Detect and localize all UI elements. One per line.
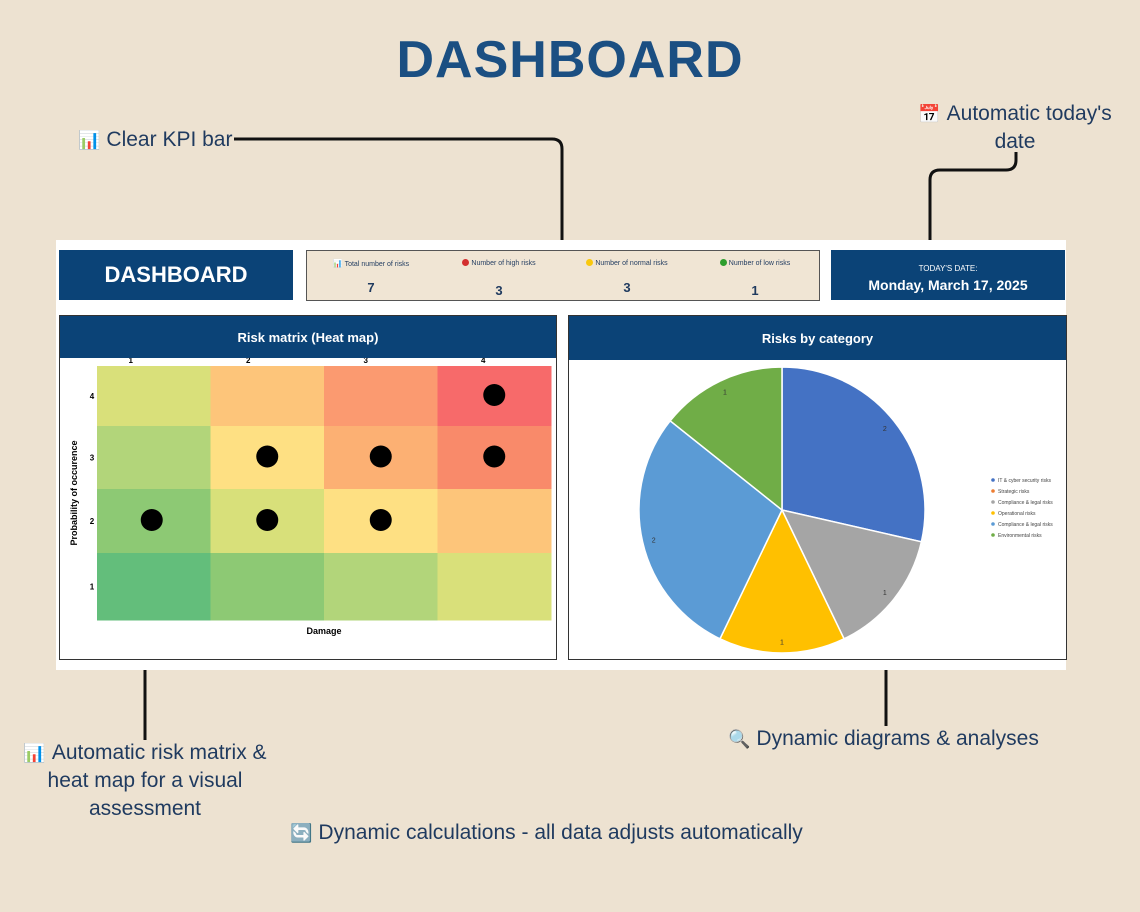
- page-title: DASHBOARD: [396, 31, 744, 89]
- risk-marker: [369, 509, 392, 531]
- date-connector: [928, 152, 1018, 254]
- pie-slice: [669, 366, 783, 512]
- legend-entry: Compliance & legal risks: [998, 500, 1053, 506]
- x-tick-label: 2: [246, 358, 251, 365]
- legend-entry: Environmental risks: [998, 533, 1042, 539]
- kpi-normal-risks-value: 3: [623, 280, 631, 295]
- legend-entry: Strategic risks: [998, 489, 1030, 495]
- y-tick-label: 3: [90, 454, 95, 463]
- pie-data-label: 1: [723, 389, 727, 396]
- callout-dynamic-diagrams: 🔍Dynamic diagrams & analyses: [728, 727, 1039, 750]
- legend-marker: [991, 489, 995, 493]
- kpi-total-risks-value: 7: [367, 280, 375, 295]
- x-tick-label: 1: [129, 358, 134, 365]
- pie-data-label: 2: [883, 426, 887, 433]
- heatmap-cell: [437, 489, 552, 554]
- kpi-total-risks: 📊 Total number of risks 7: [307, 251, 435, 300]
- legend-marker: [991, 533, 995, 537]
- callout-kpi-bar: 📊Clear KPI bar: [78, 128, 233, 151]
- pie-data-label: 2: [652, 537, 656, 544]
- x-tick-label: 4: [481, 358, 486, 365]
- callout-dynamic-calc: 🔄Dynamic calculations - all data adjusts…: [290, 821, 803, 844]
- pie-slice: [638, 419, 783, 640]
- risks-by-category-card: Risks by category 2 1 1 2 1 IT & cyber securi…: [568, 315, 1067, 660]
- bar-chart-icon: 📊: [332, 259, 343, 268]
- kpi-connector: [234, 137, 564, 255]
- legend-marker: [991, 511, 995, 515]
- bar-chart-icon: 📊: [23, 743, 46, 763]
- legend-marker: [991, 478, 995, 482]
- pie-slice: [718, 508, 846, 654]
- y-tick-label: 2: [90, 517, 95, 526]
- dashboard-title-box: DASHBOARD: [59, 250, 293, 300]
- legend-marker: [991, 500, 995, 504]
- x-tick-label: 3: [364, 358, 369, 365]
- kpi-high-risks-value: 3: [495, 283, 503, 298]
- y-tick-label: 1: [90, 583, 95, 592]
- kpi-bar: 📊 Total number of risks 7 Number of high…: [306, 250, 820, 301]
- heatmap-cell: [324, 366, 438, 427]
- heatmap-cell: [210, 366, 325, 427]
- heatmap-cell: [437, 553, 552, 621]
- red-dot-icon: [462, 259, 470, 266]
- kpi-low-risks-value: 1: [751, 283, 759, 298]
- pie-slice: [780, 508, 923, 640]
- risk-marker: [256, 445, 279, 468]
- today-date-box: TODAY'S DATE: Monday, March 17, 2025: [831, 250, 1065, 300]
- bar-chart-icon: 📊: [78, 130, 101, 150]
- risk-marker: [369, 445, 392, 468]
- heatmap-cell: [97, 553, 211, 621]
- legend-marker: [991, 522, 995, 526]
- kpi-normal-risks: Number of normal risks 3: [563, 251, 691, 300]
- green-dot-icon: [719, 259, 727, 266]
- heatmap-cell: [324, 553, 438, 621]
- callout-today-date: 📅Automatic today's date: [918, 102, 1112, 153]
- risk-marker: [483, 384, 506, 406]
- callout-risk-matrix: 📊Automatic risk matrix & heat map for a …: [23, 741, 267, 820]
- x-axis-label: Damage: [306, 626, 341, 636]
- risk-marker: [140, 509, 163, 531]
- legend-entry: Compliance & legal risks: [998, 522, 1053, 528]
- calendar-icon: 📅: [918, 104, 941, 124]
- pie-slice: [781, 366, 926, 543]
- risk-marker: [483, 445, 506, 468]
- y-axis-label: Probability of occurence: [69, 440, 79, 545]
- refresh-icon: 🔄: [290, 823, 313, 843]
- today-date-value: Monday, March 17, 2025: [868, 277, 1028, 293]
- y-tick-label: 4: [90, 392, 95, 401]
- risk-matrix-title: Risk matrix (Heat map): [60, 316, 556, 358]
- risks-by-category-pie-chart: 2 1 1 2 1 IT & cyber security risksStrategic …: [638, 366, 1053, 654]
- pie-chart-title: Risks by category: [569, 316, 1066, 360]
- kpi-low-risks: Number of low risks 1: [691, 251, 819, 300]
- pie-data-label: 1: [883, 590, 887, 597]
- today-date-label: TODAY'S DATE:: [918, 264, 978, 273]
- heatmap-cell: [210, 553, 325, 621]
- heatmap-cell: [97, 366, 211, 427]
- pie-data-label: 1: [780, 640, 784, 647]
- legend-entry: IT & cyber security risks: [998, 478, 1051, 484]
- kpi-high-risks: Number of high risks 3: [435, 251, 563, 300]
- legend-entry: Operational risks: [998, 511, 1036, 517]
- risk-marker: [256, 509, 279, 531]
- magnifier-icon: 🔍: [728, 729, 751, 749]
- heatmap-cell: [97, 426, 211, 490]
- yellow-dot-icon: [586, 259, 594, 266]
